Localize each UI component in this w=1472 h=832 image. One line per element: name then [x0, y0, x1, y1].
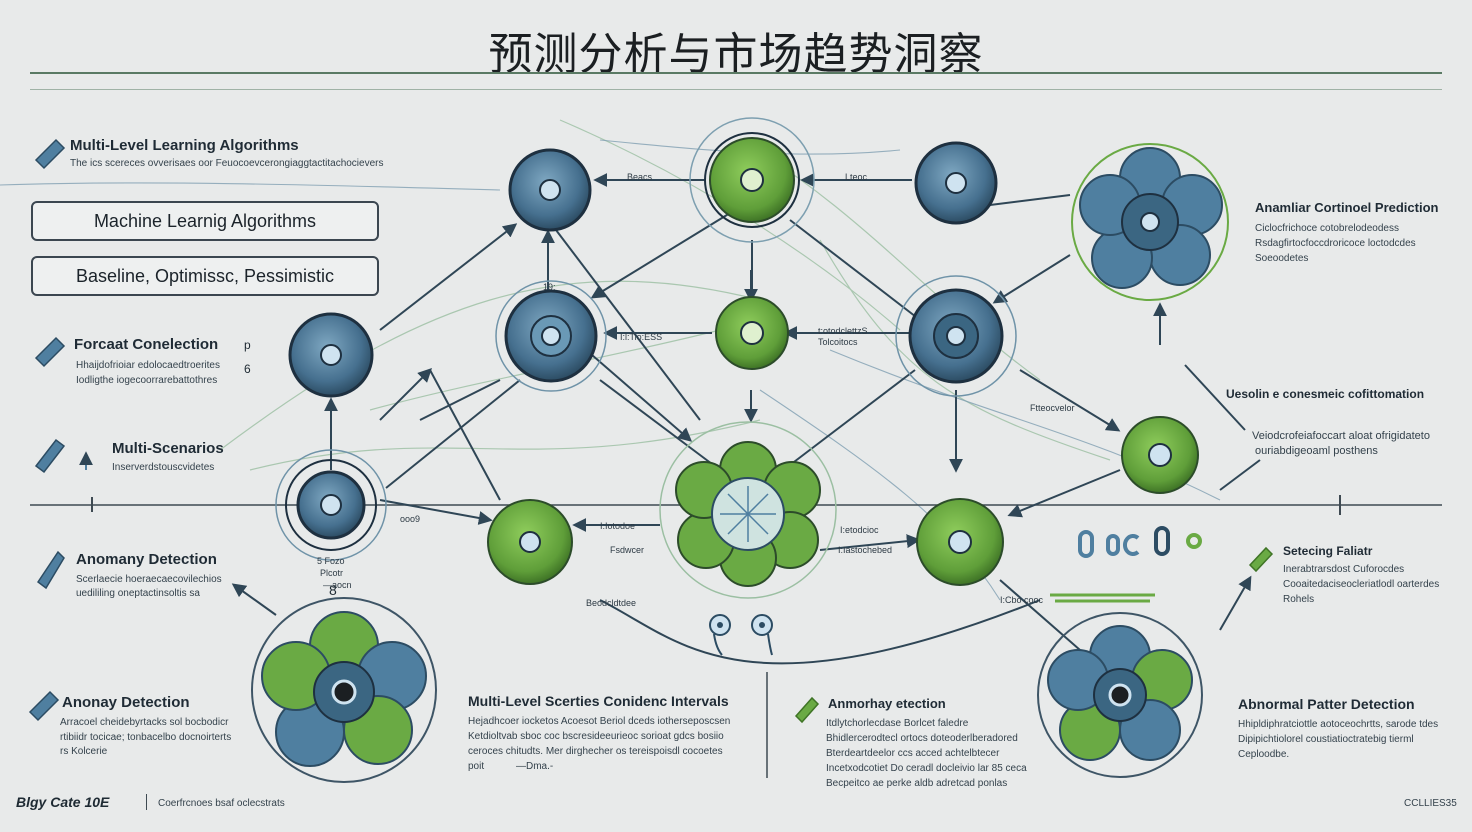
bottom-center-desc1: Hejadhcoer iocketos Acoesot Beriol dceds…	[468, 716, 731, 727]
diagram-label-f: I:Iotodoe	[600, 521, 636, 531]
ml-algorithms-box: Machine Learnig Algorithms	[31, 201, 379, 241]
diagram-label-h: I:Iastochebed	[838, 545, 893, 555]
left-item3-title: Multi-Scenarios	[112, 440, 224, 457]
diagram-label-a: Beacs	[627, 172, 653, 182]
left-item1-desc: The ics scereces ovverisaes oor Feuocoev…	[70, 158, 384, 169]
left-item2-title: Forcaat Conelection	[74, 336, 219, 353]
diagram-label-j: ooo9	[400, 514, 421, 524]
left-tool-icons	[28, 138, 66, 722]
node-lower-center-flower	[659, 421, 837, 599]
bottom-center-desc5: —Dma.-	[516, 761, 554, 772]
scenarios-box: Baseline, Optimissc, Pessimistic	[31, 256, 379, 296]
right-item1-title: Anamliar Cortinoel Prediction	[1255, 200, 1439, 215]
diagram-label-i: Fsdwcer	[610, 545, 645, 555]
right-item4-desc3: Rohels	[1283, 594, 1315, 605]
right-item1-desc2: Rsdagfirtocfoccdroricoce loctodcdes	[1255, 238, 1416, 249]
bottom-mid-desc4: Incetxodcotiet Do ceradl docleivio lar 8…	[826, 763, 1027, 774]
diagram-label-c: I:l:Tio:ESS	[620, 332, 663, 342]
page-title: 预测分析与市场趋势洞察	[488, 29, 984, 80]
left-item5-desc3: rs Kolcerie	[60, 746, 108, 757]
node-lower-center-left	[487, 499, 573, 585]
left-item1-title: Multi-Level Learning Algorithms	[70, 137, 299, 154]
node-flower-bottom-left	[251, 597, 437, 783]
right-item5-desc2: Dipipichtiolorel coustiatioctratebig tie…	[1238, 734, 1414, 745]
bottom-center-title: Multi-Level Scerties Conidenc Intervals	[468, 693, 729, 709]
right-item3-desc1: Veiodcrofeiafoccart aloat ofrigidateto	[1252, 430, 1430, 442]
right-item3-desc2: ouriabdigeoaml posthens	[1255, 445, 1378, 457]
node-lower-left	[275, 449, 387, 561]
scenarios-label: Baseline, Optimissc, Pessimistic	[75, 265, 335, 286]
bottom-mid-desc3: Bterdeartdeelor ccs acced achtelbtecer	[826, 748, 1000, 759]
left-item2-desc2: Iodligthe iogecoorrarebattothres	[76, 375, 218, 386]
node-mid-center	[715, 296, 789, 370]
node-lower-right	[916, 498, 1004, 586]
diagram-label-l: Plcotr	[320, 568, 344, 578]
title-divider-top	[30, 72, 1442, 74]
bottom-mid-desc1: Itdlytchorlecdase Borlcet faledre	[826, 718, 969, 729]
bottom-center-desc2: Ketdioltvab sboc coc bscresideeurieoc so…	[468, 731, 724, 742]
node-mid-center-left	[495, 280, 607, 392]
footer-desc: Coerfrcnoes bsaf oclecstrats	[158, 798, 285, 809]
diagram-label-r: 8	[329, 582, 337, 598]
footer-divider	[146, 794, 147, 810]
right-item5-title: Abnormal Patter Detection	[1238, 696, 1415, 712]
footer-brand: Blgy Cate 10E	[16, 794, 110, 810]
diagram-label-t: 6	[244, 362, 251, 376]
diagram-label-e: Tolcoitocs	[818, 337, 858, 347]
ml-algorithms-label: Machine Learnig Algorithms	[93, 210, 317, 231]
left-item4-desc2: uedililing oneptactinsoltis sa	[76, 588, 200, 599]
node-flower-top-right	[1071, 143, 1229, 301]
right-tool-icons	[794, 546, 1274, 724]
connector-arrows	[231, 173, 1252, 631]
left-item4-title: Anomany Detection	[76, 551, 217, 568]
right-item5-desc3: Ceploodbe.	[1238, 749, 1290, 760]
capsule-glyphs	[1078, 526, 1202, 558]
right-item4-desc1: Inerabtrarsdost Cuforocdes	[1283, 564, 1405, 575]
diagram-label-d: t:otodclettzS	[818, 326, 868, 336]
pin-icons	[709, 614, 773, 656]
diagram-label-p: —aocn	[323, 580, 352, 590]
bottom-mid-title: Anmorhay etection	[828, 696, 946, 711]
right-item5-desc1: Hhipldiphratciottle aotoceochrtts, sarod…	[1238, 719, 1439, 730]
diagram-label-o: Ftteocvelor	[1030, 403, 1075, 413]
node-top-center	[689, 117, 815, 243]
bottom-mid-desc5: Becpeitco ae perke aldb adretcad ponlas	[826, 778, 1008, 789]
left-item2-desc1: Hhaijdofrioiar edolocaedtroerites	[76, 360, 220, 371]
diagram-label-g: I:etodcioc	[840, 525, 879, 535]
left-item4-desc1: Scerlaecie hoeraecaecovilechios	[76, 574, 222, 585]
green-bars	[1050, 593, 1155, 603]
diagram-label-q: 19:	[543, 282, 556, 292]
bottom-center-desc4: poit	[468, 761, 485, 772]
right-item4-desc2: Cooaitedaciseocleriatlodl oarterdes	[1283, 579, 1440, 590]
diagram-label-b: Lteoc	[845, 172, 868, 182]
left-item5-desc1: Arracoel cheidebyrtacks sol bocbodicr	[60, 717, 229, 728]
right-item1-desc1: Ciclocfrichoce cotobrelodeodess	[1255, 223, 1399, 234]
bottom-mid-desc2: Bhidlercerodtecl ortocs doteoderlberador…	[826, 733, 1018, 744]
diagram-label-m: Beodcldtdee	[586, 598, 637, 608]
left-item5-title: Anonay Detection	[62, 694, 190, 711]
right-item1-desc3: Soeoodetes	[1255, 253, 1309, 264]
left-item5-desc2: rtibiidr tocicae; tonbacelbo docnoirtert…	[60, 732, 232, 743]
right-item2-title: Uesolin e conesmeic cofittomation	[1226, 387, 1425, 401]
node-mid-far-right	[1121, 416, 1199, 494]
node-top-left	[508, 148, 592, 232]
node-flower-bottom-right	[1037, 612, 1203, 778]
footer-code: CCLLIES35	[1404, 798, 1457, 809]
diagram-label-n: I:Cbo cooc	[1000, 595, 1044, 605]
node-mid-left	[288, 312, 374, 398]
left-item3-desc: Inserverdstouscvidetes	[112, 462, 215, 473]
bottom-center-desc3: ceroces chitudts. Mer dirghecher os tere…	[468, 746, 723, 757]
diagram-label-k: 5 Fozo	[317, 556, 345, 566]
right-item4-title: Setecing Faliatr	[1283, 544, 1373, 558]
node-top-right	[914, 141, 998, 225]
connector-lines	[385, 194, 1261, 665]
diagram-label-s: p	[244, 338, 251, 352]
title-divider-bottom	[30, 89, 1442, 90]
node-mid-right	[895, 275, 1017, 397]
